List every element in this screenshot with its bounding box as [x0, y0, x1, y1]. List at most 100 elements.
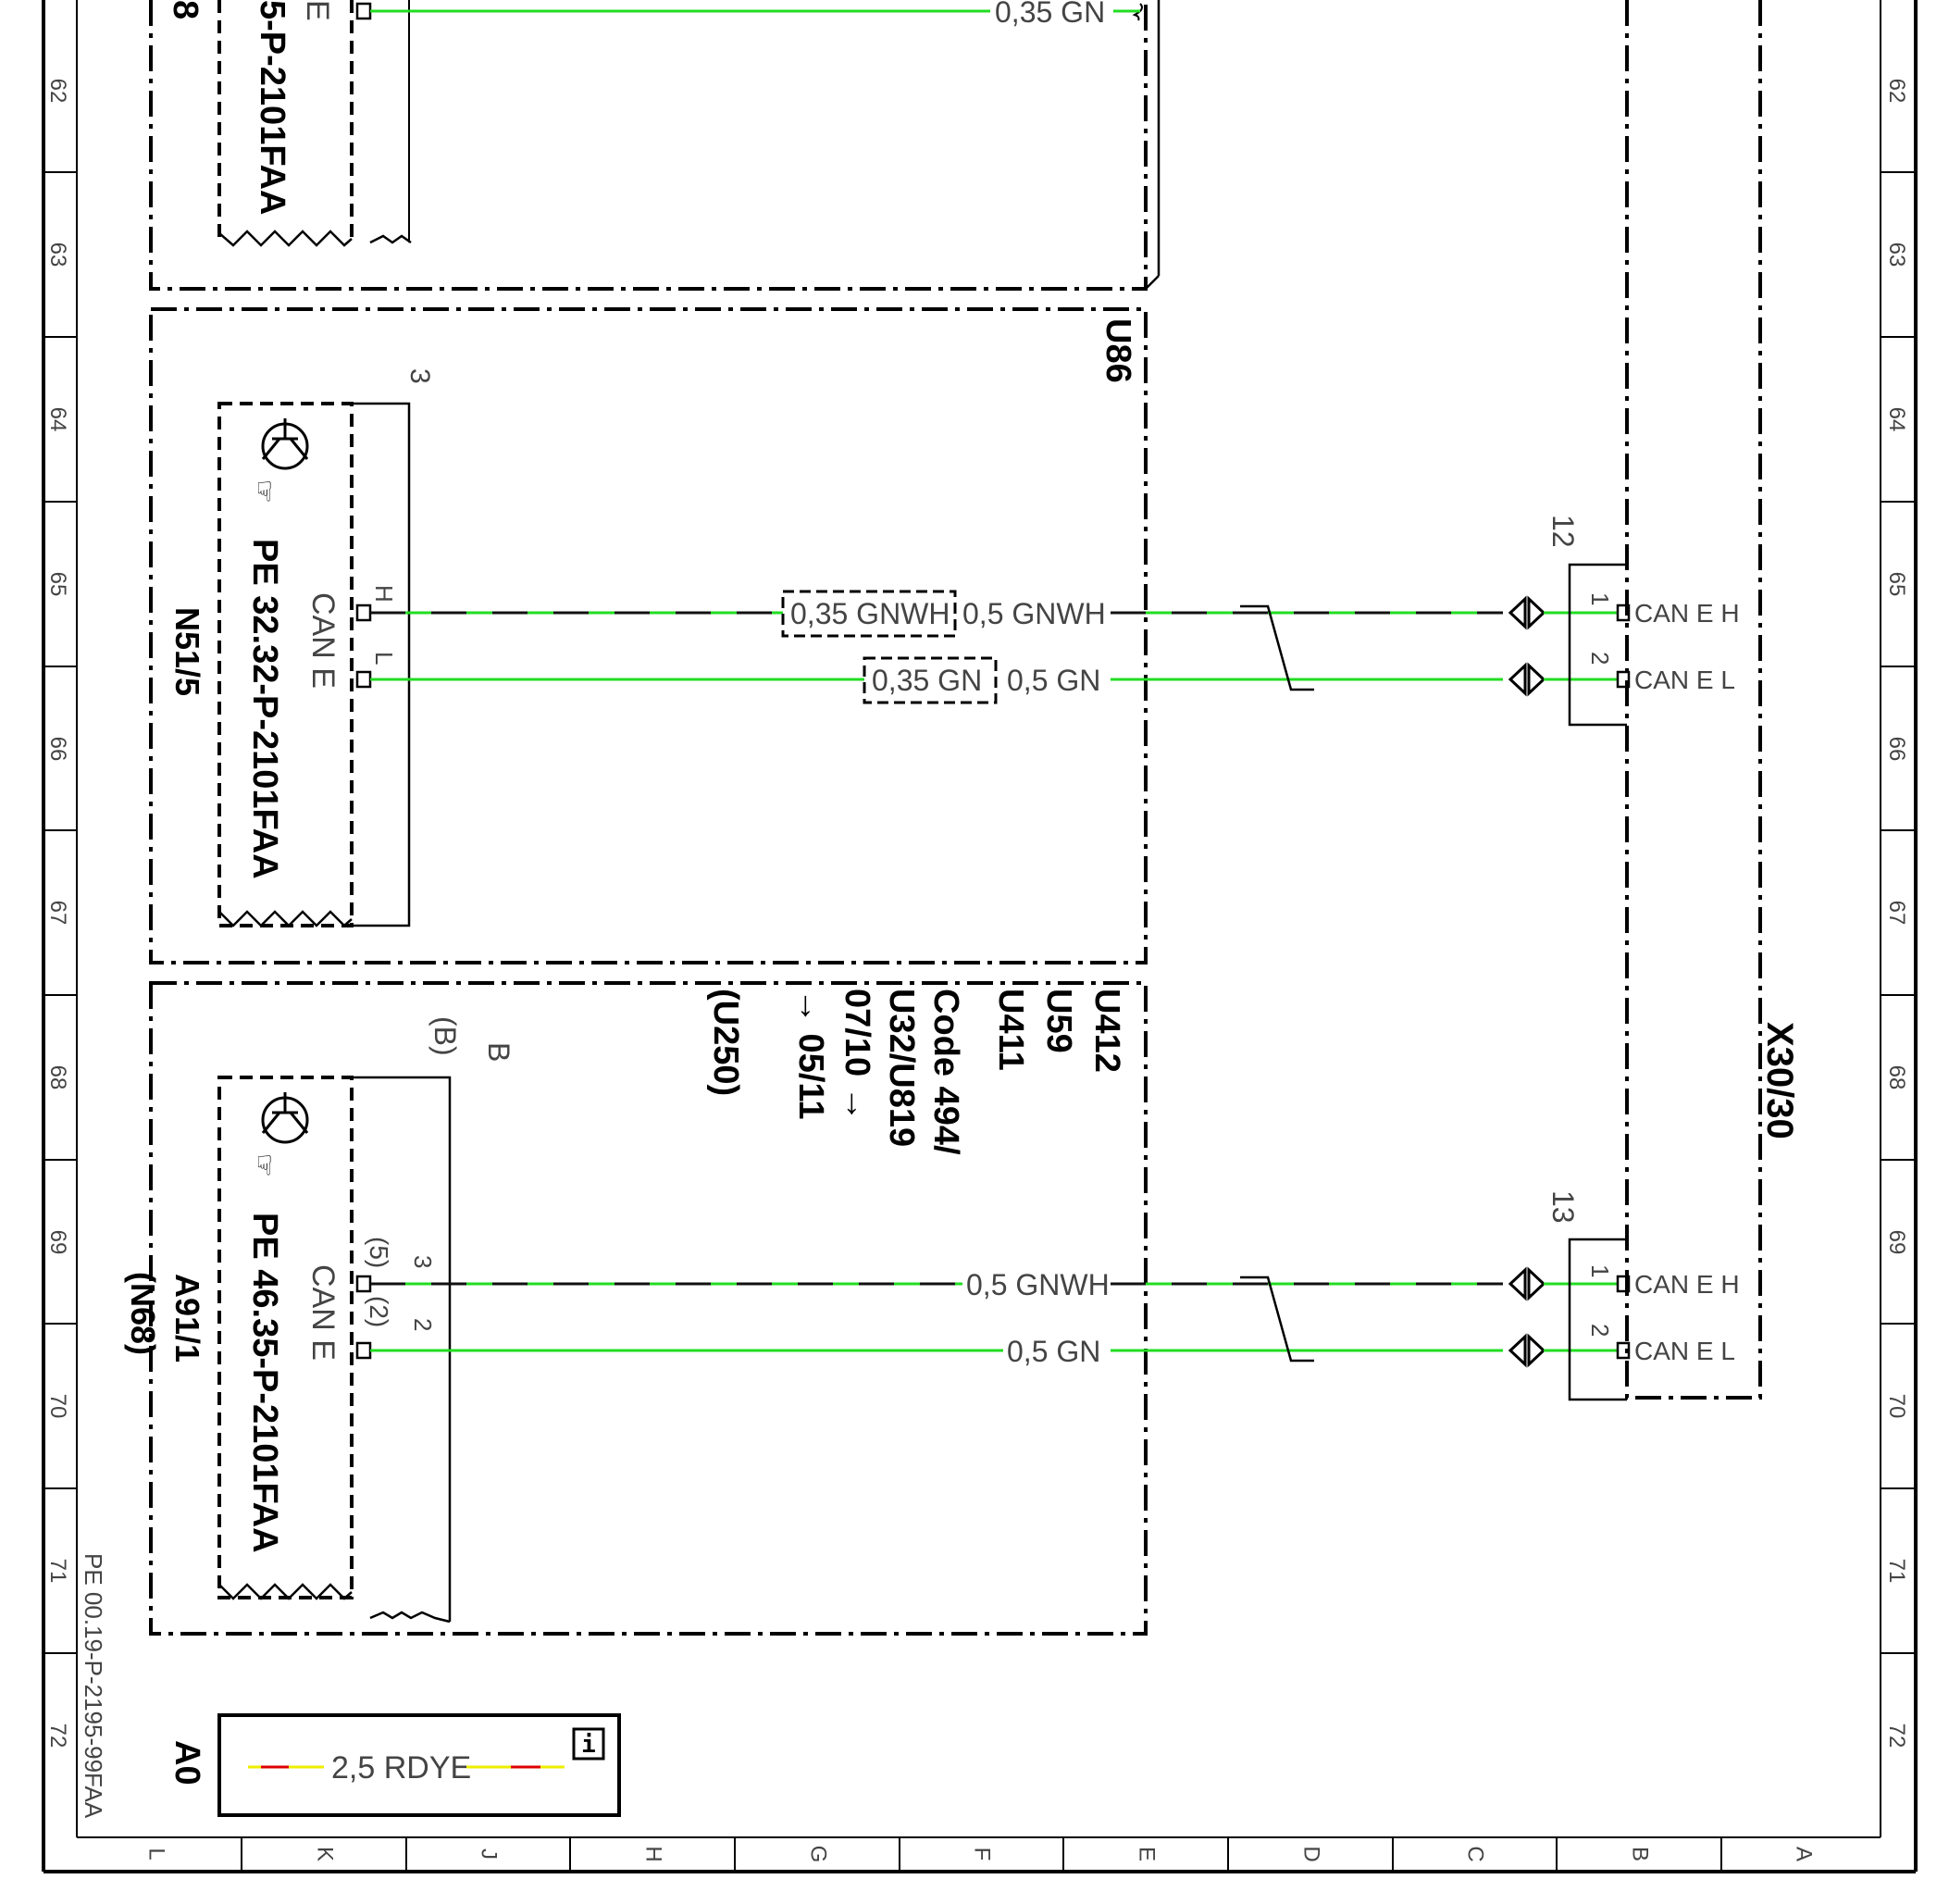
x30-signal: CAN E H — [1634, 1270, 1740, 1299]
n51-connector-number: 3 — [404, 368, 435, 384]
column-ticks — [241, 1837, 1722, 1872]
col-label: D — [1299, 1846, 1324, 1861]
x30-signal: CAN E L — [1634, 666, 1735, 694]
row-label: 72 — [1884, 1724, 1909, 1748]
col-label: B — [1628, 1847, 1653, 1861]
a91-connector-alt: (B) — [428, 1016, 462, 1056]
n51-bus-label: CAN E — [305, 592, 341, 689]
x30-group: 13 — [1546, 1190, 1580, 1224]
row-ticks — [43, 171, 1916, 1654]
sheet-frame — [42, 0, 1918, 1873]
module-a91-1: B (B) ☞ PE 46.35-P-2101FAA CAN E A91/1 (… — [124, 981, 1618, 1636]
col-label: A — [1792, 1847, 1817, 1861]
variant-code-u86: U86 — [1099, 318, 1137, 383]
row-label: 70 — [45, 1394, 70, 1419]
x30-signal: CAN E H — [1634, 599, 1740, 628]
x30-pin: 2 — [1586, 1324, 1614, 1337]
row-label: 64 — [45, 407, 70, 432]
row-label: 65 — [45, 572, 70, 597]
n51-wire-h-alt: 0,35 GNWH — [790, 597, 950, 630]
a91-pin-l: 2 — [409, 1318, 437, 1331]
row-label: 66 — [45, 737, 70, 762]
connector-arrow-icon — [1508, 595, 1546, 697]
a91-pin-l-alt: (2) — [365, 1296, 393, 1327]
col-label: C — [1463, 1846, 1488, 1861]
top-wire-label: 0,35 GN — [995, 0, 1105, 29]
variant-code: (U250) — [706, 989, 745, 1096]
row-label: 70 — [1884, 1394, 1909, 1419]
col-label: H — [641, 1846, 666, 1861]
n51-pin-h: H — [370, 585, 398, 603]
variant-code: U59 — [1039, 989, 1078, 1053]
variant-code: 07/10 → — [838, 989, 876, 1122]
connector-x30-30: X30/30 12 1 2 CAN E H CAN E L 13 1 2 CAN… — [1546, 0, 1800, 1401]
row-label: 63 — [1884, 243, 1909, 268]
a91-connector: B — [482, 1042, 515, 1062]
col-label: G — [806, 1846, 831, 1863]
x30-pin: 1 — [1586, 1264, 1614, 1277]
pointer-hand-icon: ☞ — [245, 481, 283, 502]
transistor-icon — [261, 1092, 309, 1144]
row-label: 69 — [45, 1230, 70, 1255]
x30-signal: CAN E L — [1634, 1337, 1735, 1365]
n51-reference: PE 32.32-P-2101FAA — [245, 539, 284, 879]
row-label: 69 — [1884, 1230, 1909, 1255]
variant-code: U32/U819 — [882, 989, 921, 1147]
a91-bus-label: CAN E — [305, 1264, 341, 1361]
n51-wire-l-alt: 0,35 GN — [872, 664, 982, 697]
top-module-reference: 5-P-2101FAA — [253, 0, 292, 215]
n51-id: N51/5 — [168, 607, 206, 696]
a91-pin-h-alt: (5) — [365, 1237, 393, 1268]
row-label: 68 — [45, 1065, 70, 1090]
row-label: 62 — [45, 79, 70, 104]
n51-wire-l: 0,5 GN — [1007, 664, 1100, 697]
row-label: 65 — [1884, 572, 1909, 597]
row-label: 68 — [1884, 1065, 1909, 1090]
col-label: F — [970, 1848, 995, 1861]
info-icon[interactable]: i — [572, 1727, 605, 1761]
row-label: 64 — [1884, 407, 1909, 432]
top-module: 8 5-P-2101FAA E 0,35 GN — [149, 0, 1161, 291]
column-labels: L K J H G F E D C B A — [144, 1846, 1817, 1863]
row-labels: 62 62 63 63 64 64 65 65 66 66 67 67 68 6… — [45, 79, 1909, 1748]
top-module-bus: E — [300, 0, 335, 21]
legend-wire-label: 2,5 RDYE — [331, 1750, 471, 1786]
variant-code: Code 494/ — [926, 989, 965, 1155]
col-label: E — [1135, 1847, 1160, 1861]
row-label: 71 — [45, 1559, 70, 1584]
svg-text:i: i — [581, 1731, 596, 1759]
variant-code: U411 — [991, 989, 1030, 1071]
x30-group: 12 — [1546, 515, 1580, 548]
col-label: K — [313, 1847, 338, 1861]
variant-code: → 05/11 — [791, 989, 830, 1120]
module-n51-5: 3 ☞ PE 32.32-P-2101FAA CAN E N51/5 H L U… — [149, 307, 1618, 964]
legend-a0: A0 2,5 RDYE i — [168, 1713, 621, 1817]
x30-id: X30/30 — [1759, 1022, 1800, 1139]
a91-wire-h: 0,5 GNWH — [966, 1268, 1110, 1301]
row-label: 67 — [1884, 901, 1909, 926]
row-label: 71 — [1884, 1559, 1909, 1584]
col-label: J — [477, 1848, 502, 1860]
drawing-reference: PE 00.19-P-2195-99FAA — [80, 1553, 107, 1819]
a91-id-alt: (N68) — [124, 1272, 162, 1355]
n51-pin-l: L — [370, 652, 398, 665]
col-label: L — [144, 1848, 169, 1860]
pointer-hand-icon: ☞ — [245, 1155, 283, 1176]
a91-id: A91/1 — [168, 1274, 206, 1363]
row-label: 66 — [1884, 737, 1909, 762]
a91-wire-l: 0,5 GN — [1007, 1335, 1100, 1368]
row-label: 67 — [45, 901, 70, 926]
a91-reference: PE 46.35-P-2101FAA — [245, 1213, 284, 1553]
a91-pin-h: 3 — [409, 1255, 437, 1268]
row-label: 62 — [1884, 79, 1909, 104]
row-label: 72 — [45, 1724, 70, 1748]
transistor-icon — [261, 418, 309, 470]
legend-id: A0 — [168, 1740, 206, 1786]
connector-arrow-icon — [1508, 1266, 1546, 1368]
top-module-id: 8 — [166, 0, 205, 19]
row-label: 63 — [45, 243, 70, 268]
x30-pin: 2 — [1586, 652, 1614, 665]
n51-wire-h: 0,5 GNWH — [962, 597, 1106, 630]
x30-pin: 1 — [1586, 592, 1614, 605]
